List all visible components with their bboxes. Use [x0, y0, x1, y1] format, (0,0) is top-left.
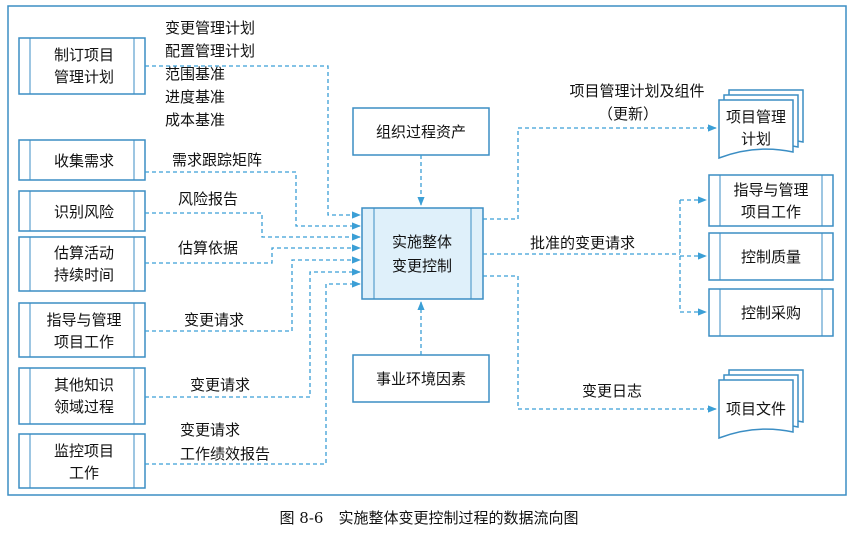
box-collect-requirements: 收集需求 — [18, 139, 146, 181]
doc-pm-plan: 项目管理 计划 — [718, 89, 804, 160]
other-ka-label-1: 其他知识 — [54, 376, 114, 394]
flow-label-basis-of-estimates: 估算依据 — [178, 239, 238, 257]
direct-manage-input-label-1: 指导与管理 — [46, 311, 121, 329]
opa-label: 组织过程资产 — [376, 123, 466, 141]
flow-label-plan-updates-1: 项目管理计划及组件 — [569, 82, 704, 100]
flow-label-risk-report: 风险报告 — [178, 190, 238, 208]
diagram-frame — [7, 5, 847, 496]
box-organizational-process-assets: 组织过程资产 — [352, 107, 490, 156]
flow-label-plan-updates-2: （更新） — [598, 105, 658, 123]
flow-label-monitor-1: 变更请求 — [180, 421, 240, 439]
box-monitor-control-work: 监控项目 工作 — [18, 433, 146, 489]
plan-item-5: 成本基准 — [165, 111, 225, 129]
develop-plan-label-2: 管理计划 — [54, 68, 114, 86]
pm-plan-label-1: 项目管理 — [726, 108, 786, 126]
arrow-to-pm-plan — [483, 124, 717, 220]
arrow-collect-requirements — [145, 171, 361, 230]
process-label-1: 实施整体 — [392, 233, 452, 251]
arrow-develop-plan — [145, 65, 361, 219]
monitor-label-1: 监控项目 — [54, 442, 114, 460]
plan-item-2: 配置管理计划 — [165, 42, 255, 60]
arrow-direct-manage-input — [145, 256, 361, 332]
other-ka-label-2: 领域过程 — [54, 398, 114, 416]
flow-label-change-request-2: 变更请求 — [190, 376, 250, 394]
flow-label-approved-cr: 批准的变更请求 — [530, 234, 635, 252]
box-other-knowledge-areas: 其他知识 领域过程 — [18, 367, 146, 425]
control-procurements-label: 控制采购 — [741, 304, 801, 322]
monitor-label-2: 工作 — [69, 464, 99, 482]
estimate-durations-label-1: 估算活动 — [54, 244, 114, 262]
box-enterprise-environmental-factors: 事业环境因素 — [352, 354, 490, 403]
box-direct-manage-output: 指导与管理 项目工作 — [708, 174, 834, 227]
box-identify-risks: 识别风险 — [18, 190, 146, 232]
project-documents-label: 项目文件 — [726, 400, 786, 418]
flow-label-change-log: 变更日志 — [582, 382, 642, 400]
estimate-durations-label-2: 持续时间 — [54, 266, 114, 284]
control-quality-label: 控制质量 — [741, 248, 801, 266]
flow-label-monitor-2: 工作绩效报告 — [180, 445, 270, 463]
direct-manage-input-label-2: 项目工作 — [54, 333, 114, 351]
flow-label-req-matrix: 需求跟踪矩阵 — [172, 151, 262, 169]
flow-label-change-request-1: 变更请求 — [184, 311, 244, 329]
identify-risks-label: 识别风险 — [54, 203, 114, 221]
arrow-to-project-documents — [483, 275, 717, 413]
plan-item-1: 变更管理计划 — [165, 19, 255, 37]
box-control-quality: 控制质量 — [708, 232, 834, 281]
flow-plan-items: 变更管理计划 配置管理计划 范围基准 进度基准 成本基准 — [165, 19, 255, 129]
eef-label: 事业环境因素 — [376, 370, 466, 388]
arrow-identify-risks — [145, 212, 361, 241]
direct-manage-output-label-2: 项目工作 — [741, 203, 801, 221]
develop-plan-label-1: 制订项目 — [54, 46, 114, 64]
box-direct-manage-input: 指导与管理 项目工作 — [18, 302, 146, 358]
box-estimate-durations: 估算活动 持续时间 — [18, 236, 146, 292]
arrow-monitor — [145, 280, 361, 465]
process-label-2: 变更控制 — [392, 257, 452, 275]
collect-requirements-label: 收集需求 — [54, 152, 114, 170]
doc-project-documents: 项目文件 — [718, 369, 804, 440]
direct-manage-output-label-1: 指导与管理 — [733, 181, 808, 199]
figure-caption: 图 8-6 实施整体变更控制过程的数据流向图 — [280, 509, 579, 527]
pm-plan-label-2: 计划 — [741, 130, 771, 148]
plan-item-3: 范围基准 — [165, 65, 225, 83]
box-control-procurements: 控制采购 — [708, 288, 834, 337]
arrow-estimate-durations — [145, 244, 361, 264]
arrow-other-ka — [145, 268, 361, 398]
box-perform-integrated-change-control: 实施整体 变更控制 — [361, 207, 484, 300]
box-develop-plan: 制订项目 管理计划 — [18, 37, 146, 95]
plan-item-4: 进度基准 — [165, 88, 225, 106]
